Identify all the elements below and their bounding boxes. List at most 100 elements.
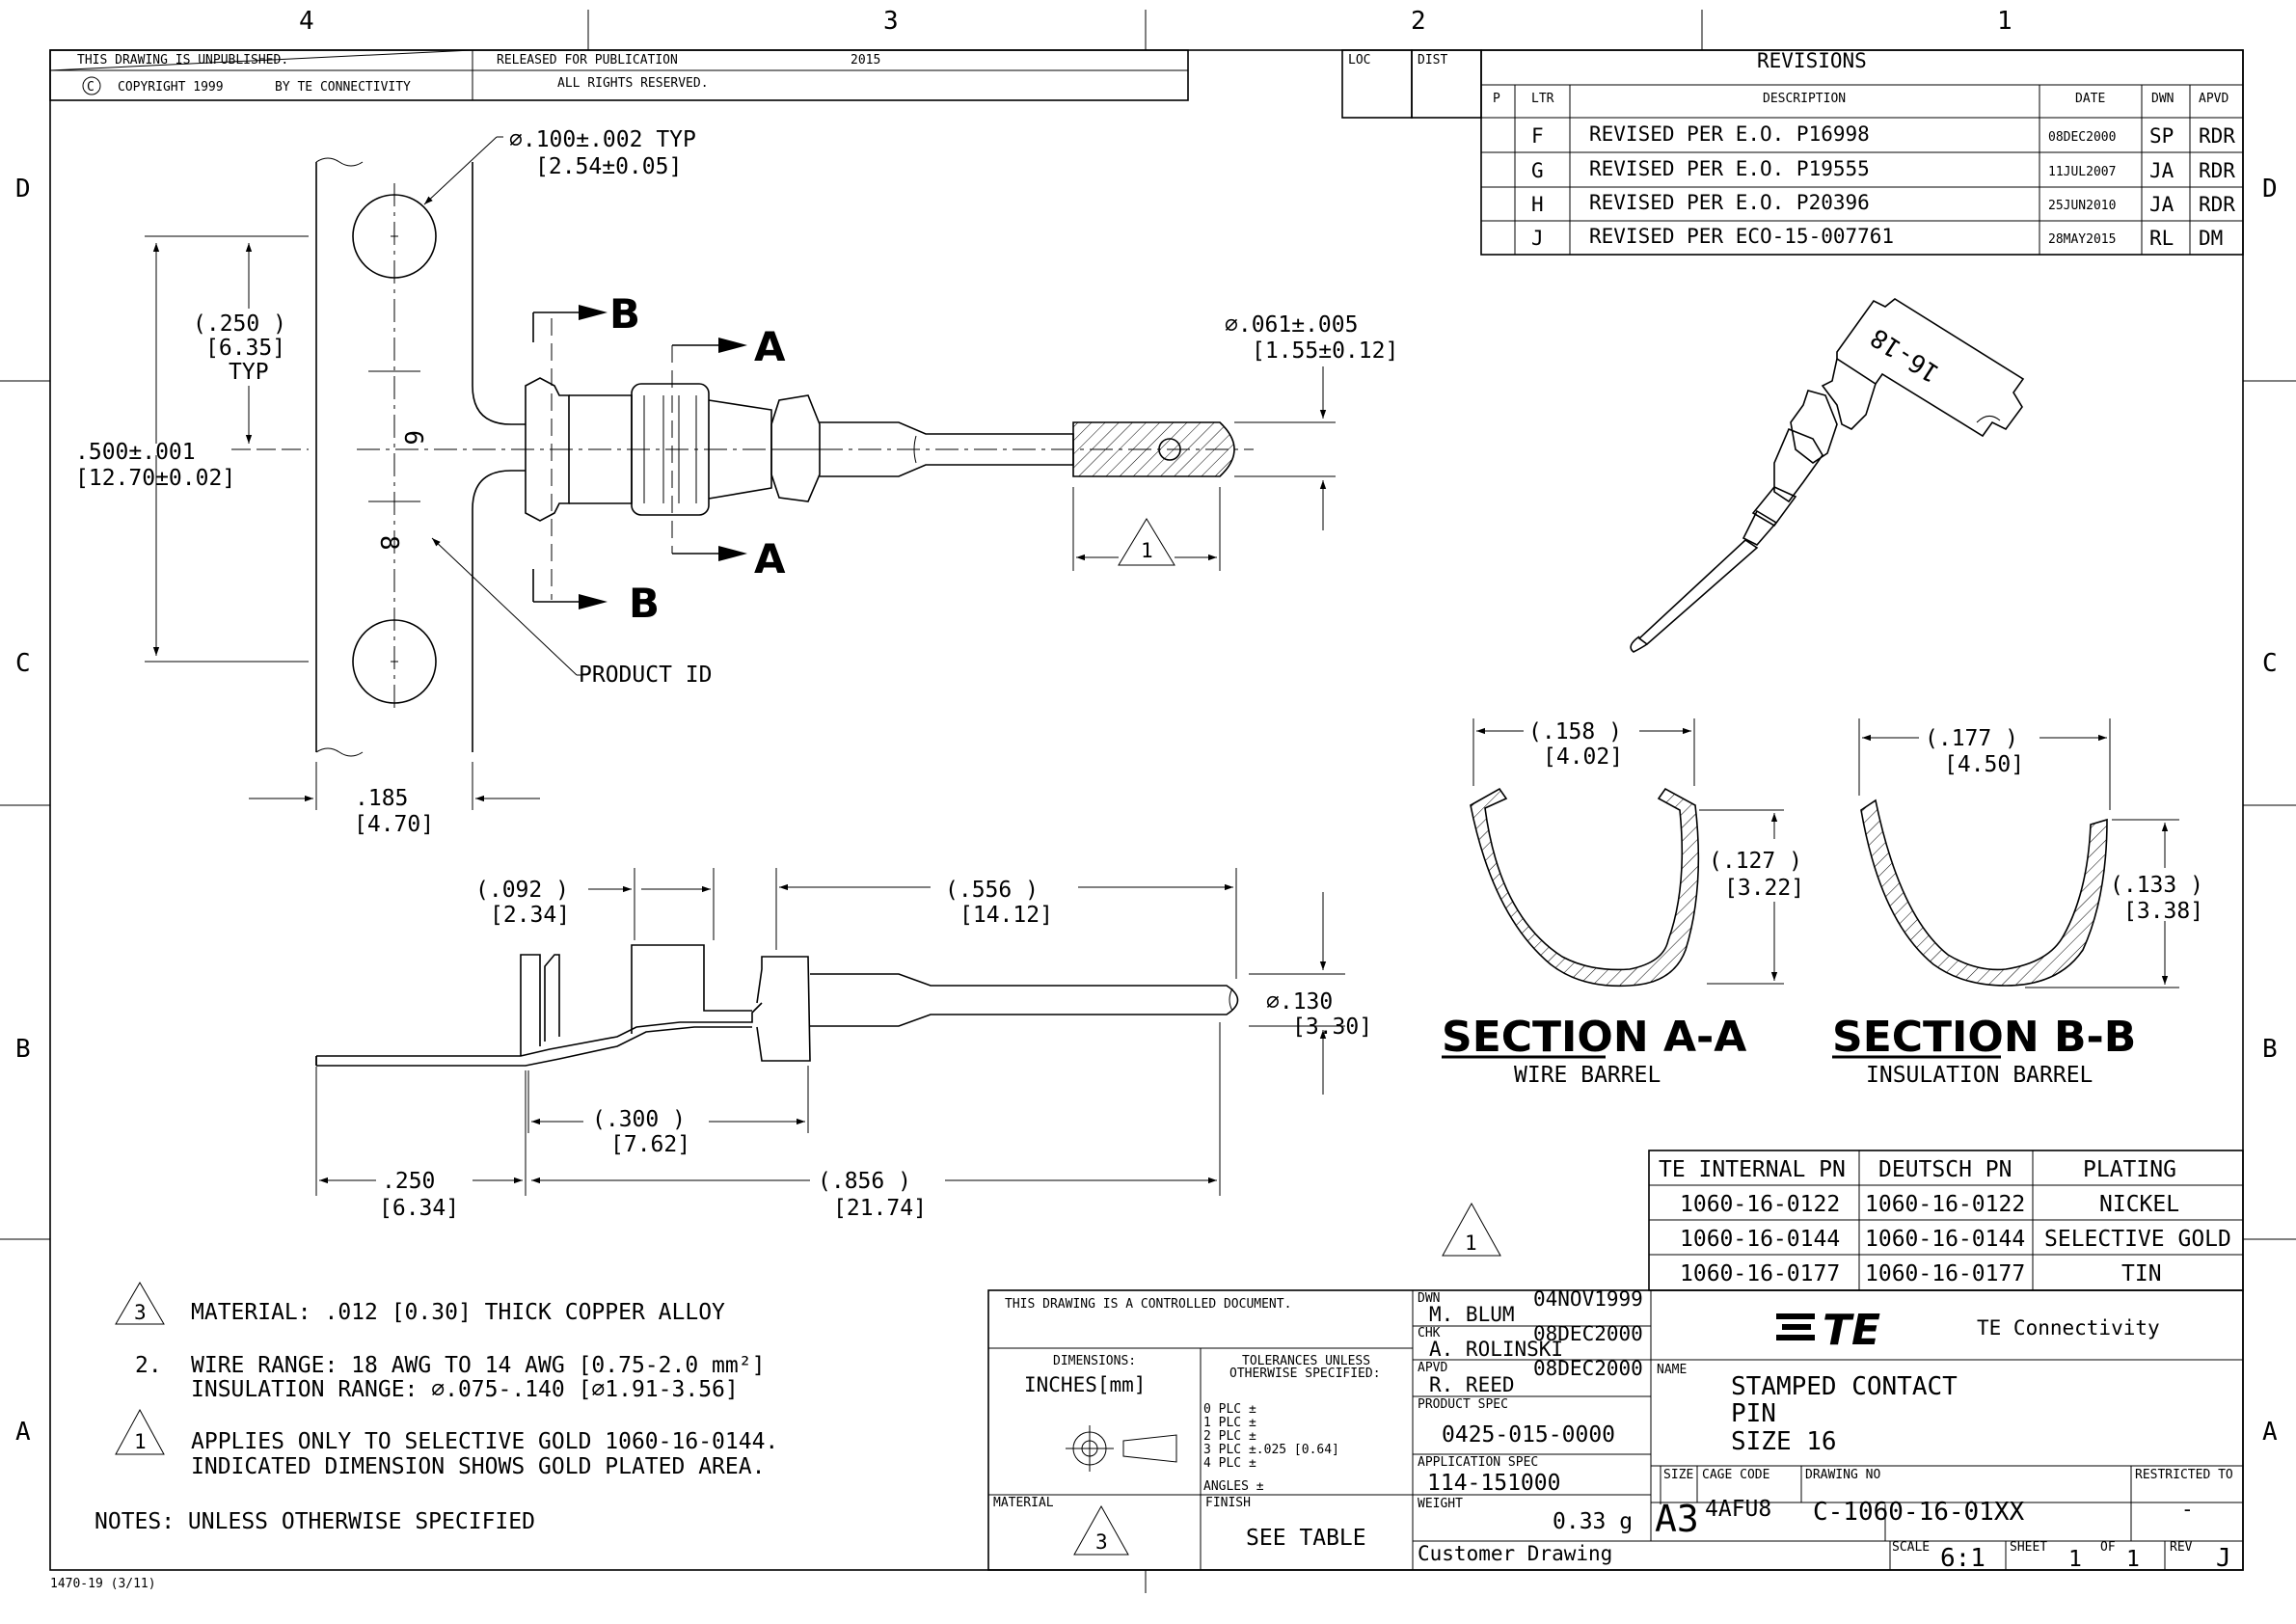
drawn-date: 04NOV1999 <box>1533 1287 1643 1311</box>
barrel-length-dim-mm: [7.62] <box>610 1132 690 1157</box>
company-name: TE Connectivity <box>1977 1316 2160 1340</box>
carrier-tab <box>1836 298 2025 438</box>
parts-col-deutsch-pn: DEUTSCH PN <box>1878 1157 2012 1182</box>
parts-cell: TIN <box>2121 1261 2162 1286</box>
section-a-title: SECTION A-A <box>1442 1013 1746 1062</box>
half-pitch-dim-mm: [6.35] <box>205 336 285 361</box>
release-year: 2015 <box>851 53 880 68</box>
isometric-view: 16-18 <box>1630 298 2025 653</box>
zone-column-2: 2 <box>1411 7 1426 36</box>
total-length-dim: (.856 ) <box>818 1169 911 1194</box>
section-b-height: (.133 ) <box>2110 873 2203 898</box>
part-name-line-3: SIZE 16 <box>1731 1427 1837 1456</box>
carrier-width-dim-mm: [4.70] <box>354 812 434 837</box>
top-view: 6 8 B B A <box>75 127 1398 837</box>
rev-col-description: DESCRIPTION <box>1763 92 1846 106</box>
te-logo-text: TE <box>1823 1306 1880 1355</box>
section-b-b: (.177 ) [4.50] (.133 ) [3.38] SECTION B-… <box>1832 718 2203 1088</box>
sheet-label: SHEET <box>2010 1540 2047 1555</box>
zone-row-b-right: B <box>2262 1035 2278 1064</box>
loc-label: LOC <box>1348 53 1370 68</box>
rev-col-date: DATE <box>2075 92 2105 106</box>
collar-diameter-dim: ⌀.130 <box>1266 989 1333 1015</box>
parts-cell: 1060-16-0122 <box>1680 1192 1840 1217</box>
hole-diameter-dim-mm: [2.54±0.05] <box>535 154 682 179</box>
total-length-dim-mm: [21.74] <box>833 1196 927 1221</box>
parts-cell: 1060-16-0144 <box>1680 1227 1840 1252</box>
te-logo: TE <box>1776 1306 1880 1355</box>
zone-column-1: 1 <box>1997 7 2012 36</box>
rev-dwn: JA <box>2149 159 2174 182</box>
tolerances-label-2: OTHERWISE SPECIFIED: <box>1229 1367 1381 1381</box>
chk-label: CHK <box>1418 1326 1441 1340</box>
dimensions-units: INCHES[mm] <box>1024 1373 1146 1396</box>
projection-symbol <box>1066 1425 1177 1472</box>
ins-length-dim: (.092 ) <box>475 878 569 903</box>
side-view: (.092 ) [2.34] (.556 ) [14.12] ⌀.130 [3.… <box>315 868 1372 1221</box>
note-1-line-1: APPLIES ONLY TO SELECTIVE GOLD 1060-16-0… <box>191 1429 778 1454</box>
parts-col-plating: PLATING <box>2083 1157 2176 1182</box>
section-b-width: (.177 ) <box>1925 726 2018 751</box>
section-marker-b-top: B <box>609 290 640 338</box>
drawing-number-label: DRAWING NO <box>1805 1468 1880 1482</box>
tolerance-row: ANGLES ± <box>1203 1479 1264 1494</box>
zone-row-b: B <box>15 1035 31 1064</box>
wire-barrel-side <box>631 944 752 1034</box>
rev-apvd: RDR <box>2199 193 2235 216</box>
title-block: THIS DRAWING IS A CONTROLLED DOCUMENT. D… <box>987 1287 2244 1573</box>
section-marker-a-top: A <box>754 323 786 370</box>
header-strip: THIS DRAWING IS UNPUBLISHED. RELEASED FO… <box>49 49 1482 119</box>
weight-value: 0.33 g <box>1553 1509 1633 1534</box>
restricted-label: RESTRICTED TO <box>2135 1468 2233 1482</box>
parts-cell: SELECTIVE GOLD <box>2044 1227 2231 1252</box>
section-marker-a-bottom: A <box>754 535 786 582</box>
ins-wing-side <box>315 954 541 1066</box>
rev-dwn: SP <box>2149 124 2174 148</box>
section-b-subtitle: INSULATION BARREL <box>1866 1063 2093 1088</box>
rev-ltr: H <box>1531 193 1544 216</box>
parts-cell: 1060-16-0122 <box>1865 1192 2025 1217</box>
finish-label: FINISH <box>1205 1496 1251 1510</box>
part-name-line-2: PIN <box>1731 1399 1776 1428</box>
zone-row-c: C <box>15 649 31 678</box>
rev-apvd: RDR <box>2199 159 2235 182</box>
size-label: SIZE <box>1663 1468 1693 1482</box>
gold-area-flag-1: 1 <box>1141 539 1153 562</box>
carrier-id-digit-6: 6 <box>398 430 427 446</box>
notes-heading: NOTES: UNLESS OTHERWISE SPECIFIED <box>95 1509 535 1534</box>
parts-flag-1: 1 <box>1465 1232 1477 1255</box>
material-flag: 3 <box>1095 1530 1108 1554</box>
tolerance-row: 4 PLC ± <box>1203 1456 1256 1471</box>
rev-col-p: P <box>1493 92 1500 106</box>
zone-column-3: 3 <box>883 7 899 36</box>
weight-label: WEIGHT <box>1418 1497 1463 1511</box>
note-1-line-2: INDICATED DIMENSION SHOWS GOLD PLATED AR… <box>191 1454 765 1479</box>
checked-by: A. ROLINSKI <box>1429 1338 1563 1361</box>
rev-desc: REVISED PER E.O. P16998 <box>1589 122 1870 146</box>
tab-length-dim-mm: [6.34] <box>379 1196 459 1221</box>
zone-row-c-right: C <box>2262 649 2278 678</box>
rev-ltr: J <box>1531 227 1544 250</box>
section-a-height-mm: [3.22] <box>1724 876 1804 901</box>
pin-side <box>810 973 1239 1027</box>
zone-row-a: A <box>15 1418 31 1447</box>
note-2-line-1: WIRE RANGE: 18 AWG TO 14 AWG [0.75-2.0 m… <box>191 1353 765 1378</box>
rev-desc: REVISED PER ECO-15-007761 <box>1589 225 1894 248</box>
carrier-id-digit-8: 8 <box>374 535 403 551</box>
checked-date: 08DEC2000 <box>1533 1322 1643 1345</box>
collar-side <box>756 956 811 1062</box>
sheet-size: A3 <box>1655 1498 1699 1540</box>
product-spec-label: PRODUCT SPEC <box>1418 1397 1508 1412</box>
section-marker-b-bottom: B <box>629 580 660 627</box>
unpublished-note: THIS DRAWING IS UNPUBLISHED. <box>77 53 288 68</box>
collar <box>770 394 821 502</box>
customer-drawing: Customer Drawing <box>1418 1542 1612 1565</box>
tolerances-label-1: TOLERANCES UNLESS <box>1242 1354 1370 1368</box>
zone-row-a-right: A <box>2262 1418 2278 1447</box>
section-a-subtitle: WIRE BARREL <box>1514 1063 1661 1088</box>
zone-column-4: 4 <box>299 7 314 36</box>
tolerance-row: 0 PLC ± <box>1203 1402 1256 1417</box>
note-3-text: MATERIAL: .012 [0.30] THICK COPPER ALLOY <box>191 1300 725 1325</box>
parts-col-te-pn: TE INTERNAL PN <box>1659 1157 1846 1182</box>
tolerance-row: 1 PLC ± <box>1203 1416 1256 1430</box>
